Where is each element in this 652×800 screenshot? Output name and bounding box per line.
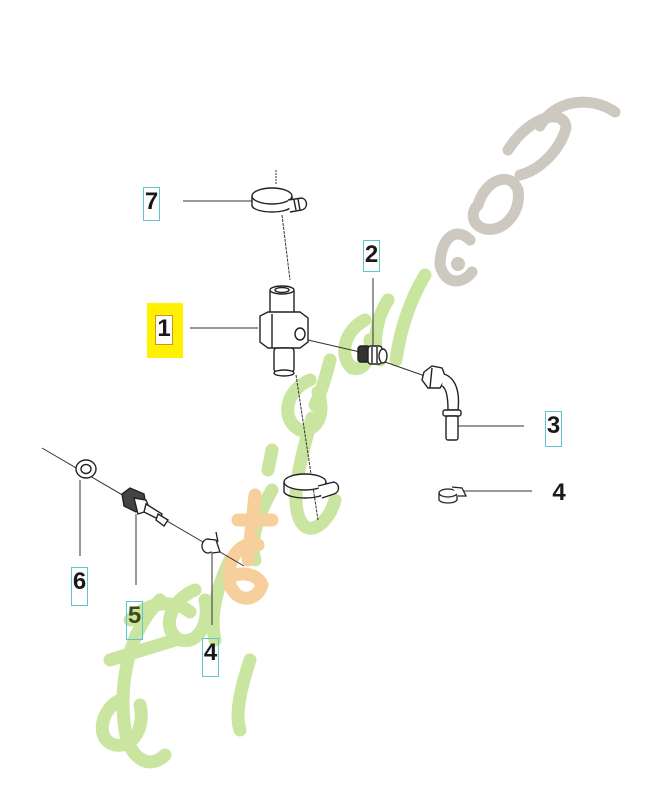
part-small-clamp-right bbox=[438, 486, 468, 504]
callout-4b[interactable]: 4 bbox=[202, 638, 219, 677]
part-washer bbox=[75, 459, 97, 479]
callout-4a[interactable]: 4 bbox=[549, 479, 569, 509]
callout-5[interactable]: 5 bbox=[126, 601, 143, 640]
part-small-clamp-lower bbox=[201, 531, 221, 554]
callout-6-label: 6 bbox=[72, 568, 87, 595]
part-t-connector bbox=[259, 285, 309, 377]
part-threaded-nipple bbox=[357, 345, 388, 365]
callout-2-label: 2 bbox=[364, 241, 379, 268]
watermark bbox=[95, 96, 621, 769]
callout-5-label: 5 bbox=[127, 602, 142, 629]
callout-7[interactable]: 7 bbox=[143, 187, 160, 221]
callout-1[interactable]: 1 bbox=[147, 303, 183, 358]
callout-3-label: 3 bbox=[546, 412, 561, 439]
part-elbow-fitting bbox=[421, 365, 462, 441]
callout-1-label: 1 bbox=[157, 315, 171, 342]
part-hose-clamp-lower bbox=[283, 473, 340, 499]
callout-4a-label: 4 bbox=[552, 479, 566, 506]
part-hose-clamp-top bbox=[251, 187, 308, 213]
callout-6[interactable]: 6 bbox=[71, 567, 88, 606]
callout-4b-label: 4 bbox=[203, 639, 218, 666]
callout-3[interactable]: 3 bbox=[545, 411, 562, 447]
part-hose-nipple bbox=[121, 487, 169, 528]
callout-7-label: 7 bbox=[144, 188, 159, 215]
callout-2[interactable]: 2 bbox=[363, 240, 380, 272]
